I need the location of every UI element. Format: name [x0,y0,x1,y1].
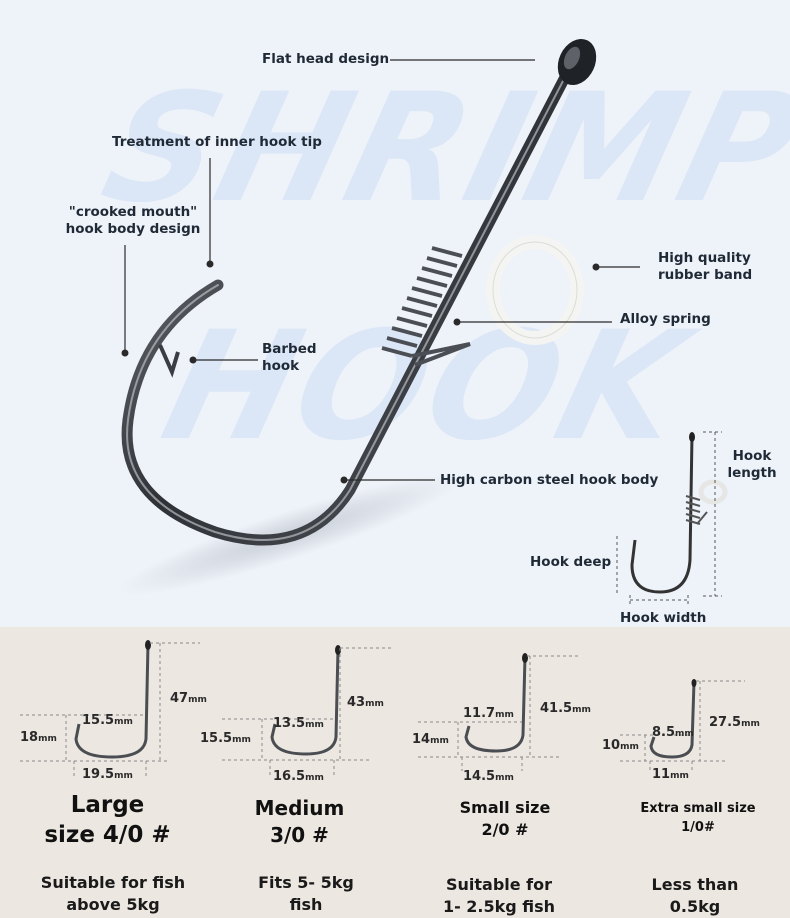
callout-lines [124,59,640,481]
xsmall-deep: 10mm [602,738,639,753]
size-hook-large [20,640,200,777]
size-desc-medium: Fits 5- 5kg fish [258,873,354,914]
barbed-hook-label: Barbed hook [262,341,317,374]
rubber-band-label: High quality rubber band [658,250,753,283]
large-width: 19.5mm [82,767,133,782]
steel-body-label: High carbon steel hook body [440,472,659,488]
alloy-spring [381,246,471,367]
alloy-spring-label: Alloy spring [620,311,711,327]
size-desc-large: Suitable for fish above 5kg [40,873,186,914]
inner-tip-label: Treatment of inner hook tip [112,134,322,150]
hook-deep-label: Hook deep [530,554,612,570]
size-title-extra-small: Extra small size 1/0# [640,801,756,835]
medium-width: 16.5mm [273,769,324,784]
small-gap: 11.7mm [463,706,514,721]
large-gap: 15.5mm [82,713,133,728]
dimension-guides [616,431,722,606]
large-deep: 18mm [20,730,57,745]
size-desc-small: Suitable for 1- 2.5kg fish [442,875,556,916]
size-title-medium: Medium 3/0 # [254,796,345,847]
size-title-small: Small size 2/0 # [459,798,551,839]
hook-length-label: Hook length [727,448,777,481]
crooked-mouth-label: "crooked mouth" hook body design [65,204,201,237]
xsmall-width: 11mm [652,767,689,782]
size-desc-extra-small: Less than 0.5kg [651,875,739,916]
medium-deep: 15.5mm [200,731,251,746]
large-length: 47mm [170,691,207,706]
hook-illustration [118,38,728,606]
medium-gap: 13.5mm [273,716,324,731]
barb [158,344,180,378]
size-hook-small [418,653,578,771]
size-title-large: Large size 4/0 # [44,792,171,848]
size-hooks [20,640,745,777]
feature-panel: SHRIMP HOOK [0,0,790,627]
small-length: 41.5mm [540,701,591,716]
xsmall-gap: 8.5mm [652,725,694,740]
small-deep: 14mm [412,732,449,747]
dimension-diagram-hook [630,432,728,594]
xsmall-length: 27.5mm [709,715,760,730]
size-hook-extra-small [620,679,745,773]
small-width: 14.5mm [463,769,514,784]
hook-body [121,52,581,546]
size-hook-medium [222,645,392,775]
medium-length: 43mm [347,695,384,710]
hook-width-label: Hook width [620,610,707,626]
flat-head-label: Flat head design [262,51,390,67]
size-panel: 47mm 18mm 15.5mm 19.5mm 43mm 15.5mm 13.5… [0,627,790,918]
